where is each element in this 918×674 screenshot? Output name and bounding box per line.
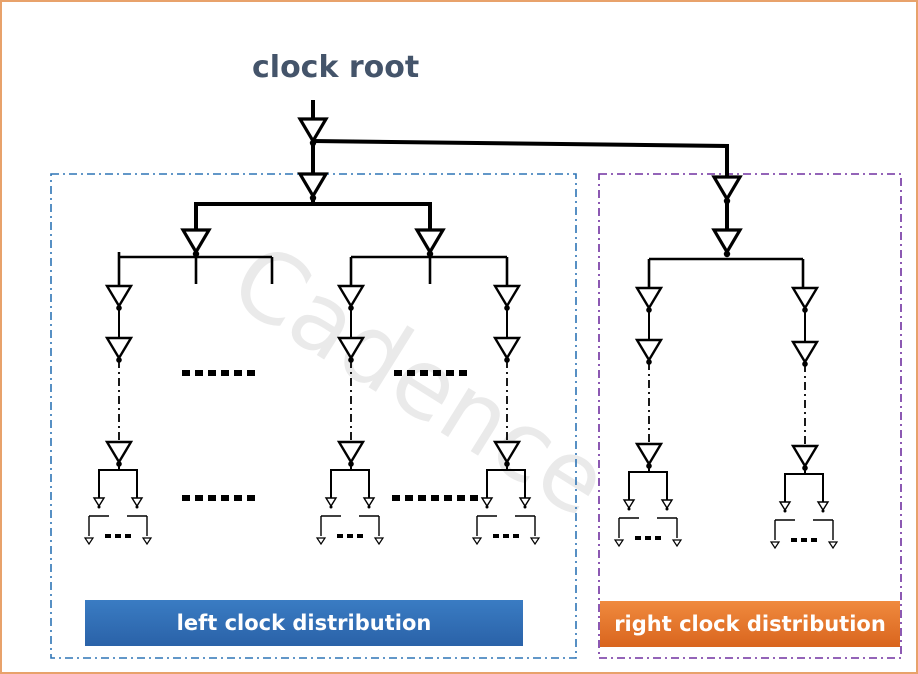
leaf-fork-1	[84, 464, 152, 545]
right-region-border	[598, 173, 902, 659]
diagram-title: clock root	[252, 50, 420, 85]
chain-col-1	[105, 284, 133, 468]
chain-col-2	[337, 284, 365, 468]
leaf-dots	[337, 534, 363, 538]
leaf-dots	[791, 538, 817, 542]
left-level1-wires	[194, 198, 432, 230]
leaf-fork-5	[770, 468, 838, 549]
left-b-buffer-icon	[415, 228, 445, 259]
ellipsis-marks	[182, 370, 478, 501]
ellipsis-mark-1	[182, 370, 255, 376]
chain-col-4	[635, 286, 663, 470]
ellipsis-mark-2	[394, 370, 467, 376]
ellipsis-mark-3	[182, 495, 255, 501]
right-bus	[647, 257, 805, 288]
leaf-dots	[493, 534, 519, 538]
ellipsis-mark-4	[392, 495, 478, 501]
leaf-forks	[84, 464, 838, 549]
leaf-fork-4	[614, 466, 682, 547]
leaf-dots	[105, 534, 131, 538]
left-distribution-label: left clock distribution	[85, 600, 523, 646]
left-b-bus	[349, 254, 509, 286]
leaf-dots	[635, 536, 661, 540]
left-a-buffer-icon	[181, 228, 211, 259]
left-level1-buffer-icon	[298, 172, 328, 203]
leaf-fork-2	[316, 464, 384, 545]
left-a-bus	[117, 252, 274, 286]
right-level2-buffer-icon	[712, 228, 742, 259]
right-distribution-label: right clock distribution	[600, 601, 900, 647]
root-trunk	[311, 100, 729, 177]
leaf-fork-3	[472, 464, 540, 545]
chain-col-5	[791, 286, 819, 472]
chain-col-3	[493, 284, 521, 468]
right-level1-buffer-icon	[712, 175, 742, 206]
left-region-border	[50, 173, 577, 659]
